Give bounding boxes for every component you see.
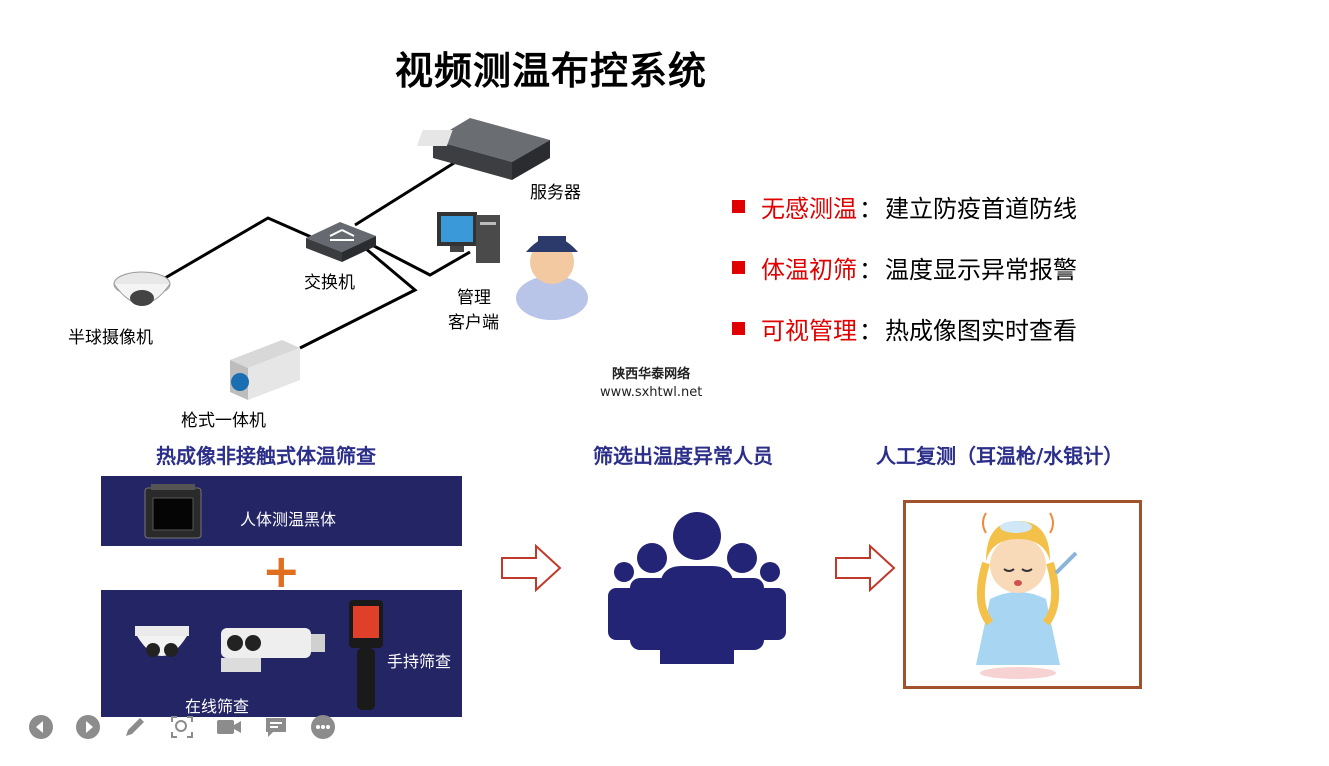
watermark: 陕西华泰网络 www.sxhtwl.net: [600, 366, 702, 402]
network-cables: [164, 156, 471, 350]
caption-icon: [266, 718, 286, 737]
client-label-line1: 管理: [457, 288, 491, 308]
watermark-line2: www.sxhtwl.net: [600, 385, 703, 400]
feature-colon: ：: [859, 316, 883, 345]
network-diagram: [113, 118, 588, 400]
previous-slide-button[interactable]: [26, 712, 56, 742]
feature-colon: ：: [859, 194, 883, 223]
online-screening-label: 在线筛查: [185, 697, 250, 716]
handheld-label: 手持筛查: [387, 652, 452, 671]
video-button[interactable]: [214, 712, 244, 742]
pencil-icon: [126, 718, 144, 736]
slideshow-toolbar: [26, 712, 338, 742]
bullet-square-icon: [732, 260, 745, 274]
switch-label: 交换机: [304, 273, 355, 293]
switch-icon: [306, 222, 376, 262]
feature-desc: 热成像图实时查看: [885, 316, 1077, 345]
security-guard-icon: [516, 236, 588, 320]
video-camera-icon: [217, 720, 241, 734]
subtitles-button[interactable]: [261, 712, 291, 742]
screening-devices-panel: 手持筛查 在线筛查: [101, 590, 462, 717]
feature-desc: 建立防疫首道防线: [885, 194, 1077, 223]
bullet-camera-label: 枪式一体机: [181, 411, 266, 431]
feature-key: 体温初筛: [761, 255, 857, 284]
feature-key: 可视管理: [761, 316, 857, 345]
magnifier-icon: [171, 716, 193, 738]
blackbody-label: 人体测温黑体: [240, 510, 337, 529]
bullet-square-icon: [732, 199, 745, 213]
pen-tool-button[interactable]: [120, 712, 150, 742]
feature-key: 无感测温: [761, 194, 857, 223]
bullet-camera-icon: [230, 340, 300, 400]
step3-title: 人工复测（耳温枪/水银计）: [876, 444, 1124, 468]
chevron-left-icon: [29, 715, 53, 739]
blackbody-panel: 人体测温黑体: [101, 476, 462, 546]
fever-girl-illustration: [903, 500, 1142, 689]
thermal-bullet-camera-icon: [221, 628, 325, 672]
client-computer-icon: [437, 212, 500, 263]
handheld-thermal-camera-icon: [349, 600, 383, 710]
thermal-dome-camera-icon: [135, 626, 189, 657]
plus-sign: +: [262, 544, 301, 598]
watermark-line1: 陕西华泰网络: [612, 367, 691, 382]
more-dots-icon: [311, 715, 335, 739]
people-group-icon: [608, 512, 786, 664]
page-title: 视频测温布控系统: [395, 49, 708, 93]
feature-desc: 温度显示异常报警: [885, 255, 1077, 284]
next-slide-button[interactable]: [73, 712, 103, 742]
sick-girl-illustration: [976, 512, 1078, 679]
feature-item: 可视管理 ： 热成像图实时查看: [732, 308, 1077, 348]
step2-title: 筛选出温度异常人员: [593, 444, 773, 468]
chevron-right-icon: [76, 715, 100, 739]
arrow-right-icon: [501, 544, 562, 592]
feature-item: 体温初筛 ： 温度显示异常报警: [732, 247, 1077, 287]
server-label: 服务器: [530, 183, 581, 203]
server-icon: [416, 118, 550, 180]
bullet-square-icon: [732, 321, 745, 335]
feature-list: 无感测温 ： 建立防疫首道防线 体温初筛 ： 温度显示异常报警 可视管理 ： 热…: [732, 186, 1077, 369]
arrow-right-icon: [835, 544, 896, 592]
client-label-line2: 客户端: [448, 313, 499, 333]
more-options-button[interactable]: [308, 712, 338, 742]
feature-item: 无感测温 ： 建立防疫首道防线: [732, 186, 1077, 226]
blackbody-device-icon: [144, 484, 202, 539]
zoom-button[interactable]: [167, 712, 197, 742]
dome-camera-icon: [113, 271, 171, 306]
step1-title: 热成像非接触式体温筛查: [156, 444, 376, 468]
dome-camera-label: 半球摄像机: [68, 328, 153, 348]
feature-colon: ：: [859, 255, 883, 284]
